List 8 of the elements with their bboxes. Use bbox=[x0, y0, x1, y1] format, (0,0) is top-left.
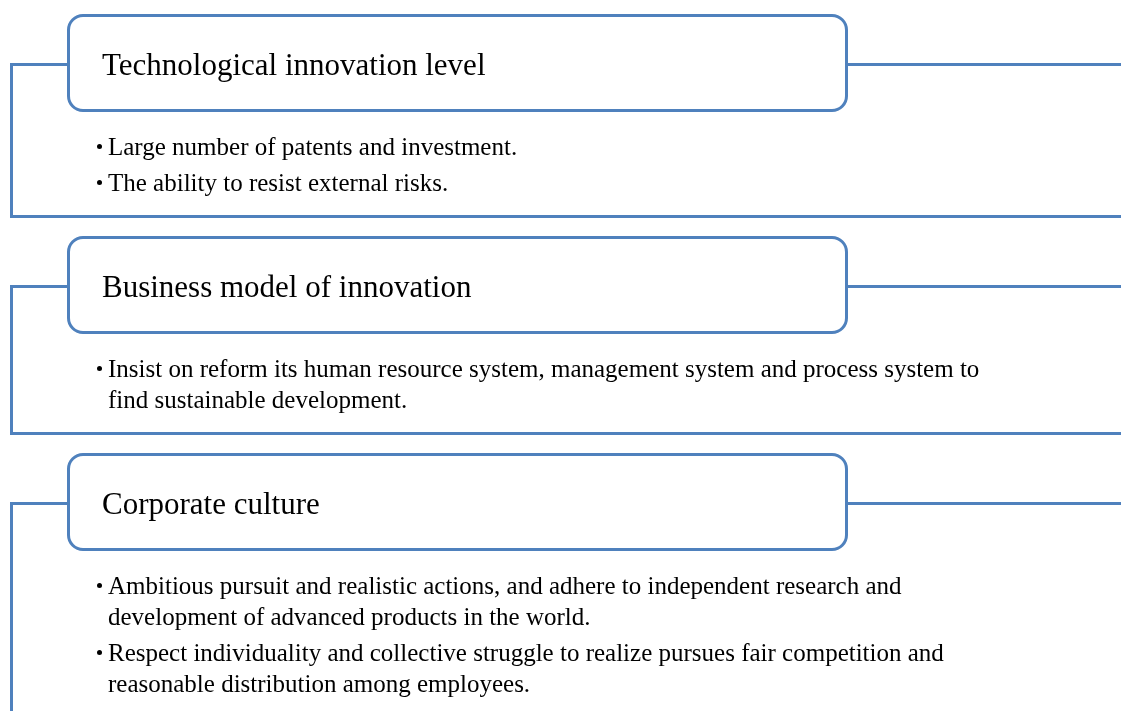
header-box: Technological innovation level bbox=[67, 14, 848, 112]
bullet-text: Ambitious pursuit and realistic actions, and adhere to independent research and development of advanced products in the world. bbox=[108, 571, 903, 632]
bullet-text: The ability to resist external risks. bbox=[108, 168, 450, 198]
header-box: Business model of innovation bbox=[67, 236, 848, 334]
bullet-text: Insist on reform its human resource system, management system and process system to find sustainable development. bbox=[108, 354, 981, 415]
bullet-text: Respect individuality and collective struggle to realize pursues fair competition and reasonable distribution among employees. bbox=[108, 638, 945, 699]
bullet-text: Large number of patents and investment. bbox=[108, 132, 519, 162]
header-box: Corporate culture bbox=[67, 453, 848, 551]
